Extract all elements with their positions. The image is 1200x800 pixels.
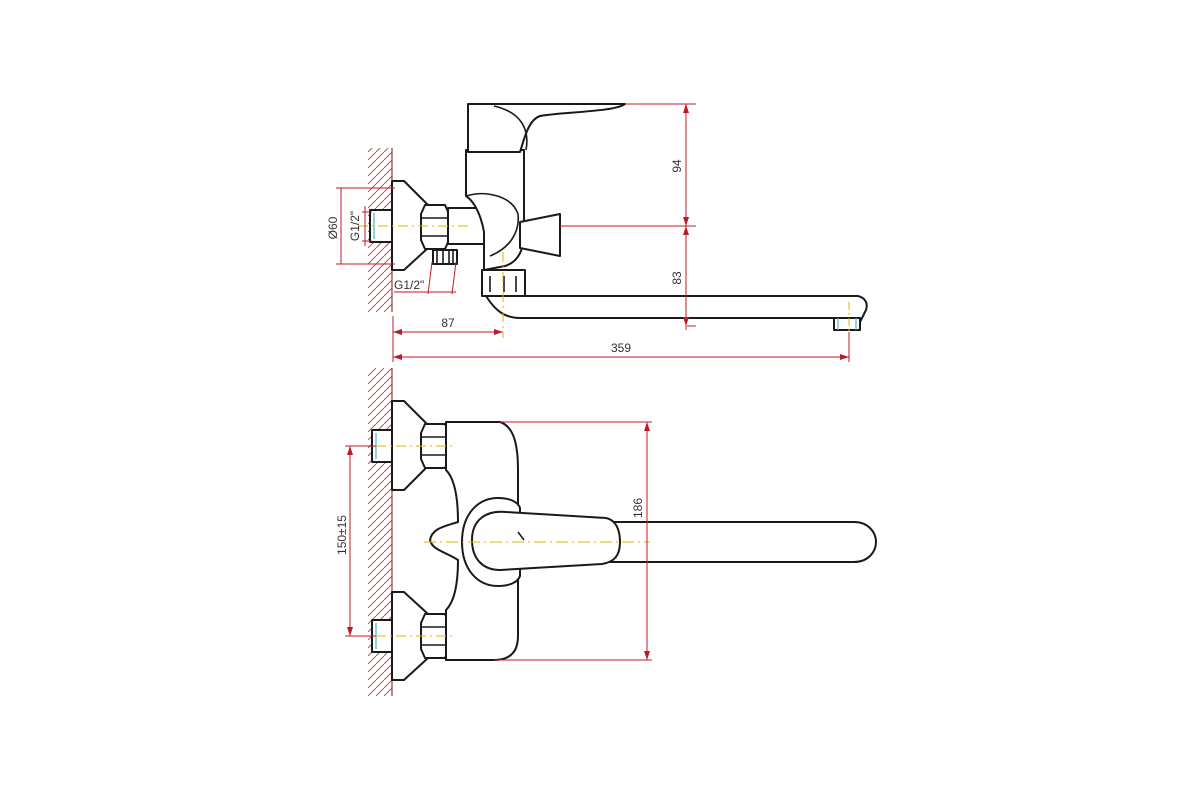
shower-outlet-side <box>432 249 458 265</box>
hex-nut-side <box>420 204 450 250</box>
dimension-lines-side <box>336 103 850 362</box>
dim-94-label: 94 <box>670 159 684 173</box>
dim-inlet-spacing-label: 150±15 <box>335 515 349 555</box>
dimension-lines-top <box>345 421 652 661</box>
dim-359-label: 359 <box>611 341 631 355</box>
dim-thread-inlet-label: G1/2" <box>348 211 362 241</box>
aerator-side <box>833 317 861 331</box>
lever-handle-top <box>471 510 621 571</box>
top-view: 150±15 186 <box>335 368 877 696</box>
dim-diameter-label: Ø60 <box>326 216 340 239</box>
dim-87-label: 87 <box>441 316 455 330</box>
lever-handle-side <box>467 103 626 153</box>
diverter-knob-side <box>519 213 561 257</box>
dim-thread-shower-label: G1/2" <box>394 278 424 292</box>
body-curve-side <box>465 192 519 257</box>
side-view: 94 83 Ø60 G1/2" G1/2" 87 359 <box>326 103 868 362</box>
dim-83-label: 83 <box>670 271 684 285</box>
spout-side <box>485 295 868 325</box>
dim-186-label: 186 <box>631 498 645 518</box>
